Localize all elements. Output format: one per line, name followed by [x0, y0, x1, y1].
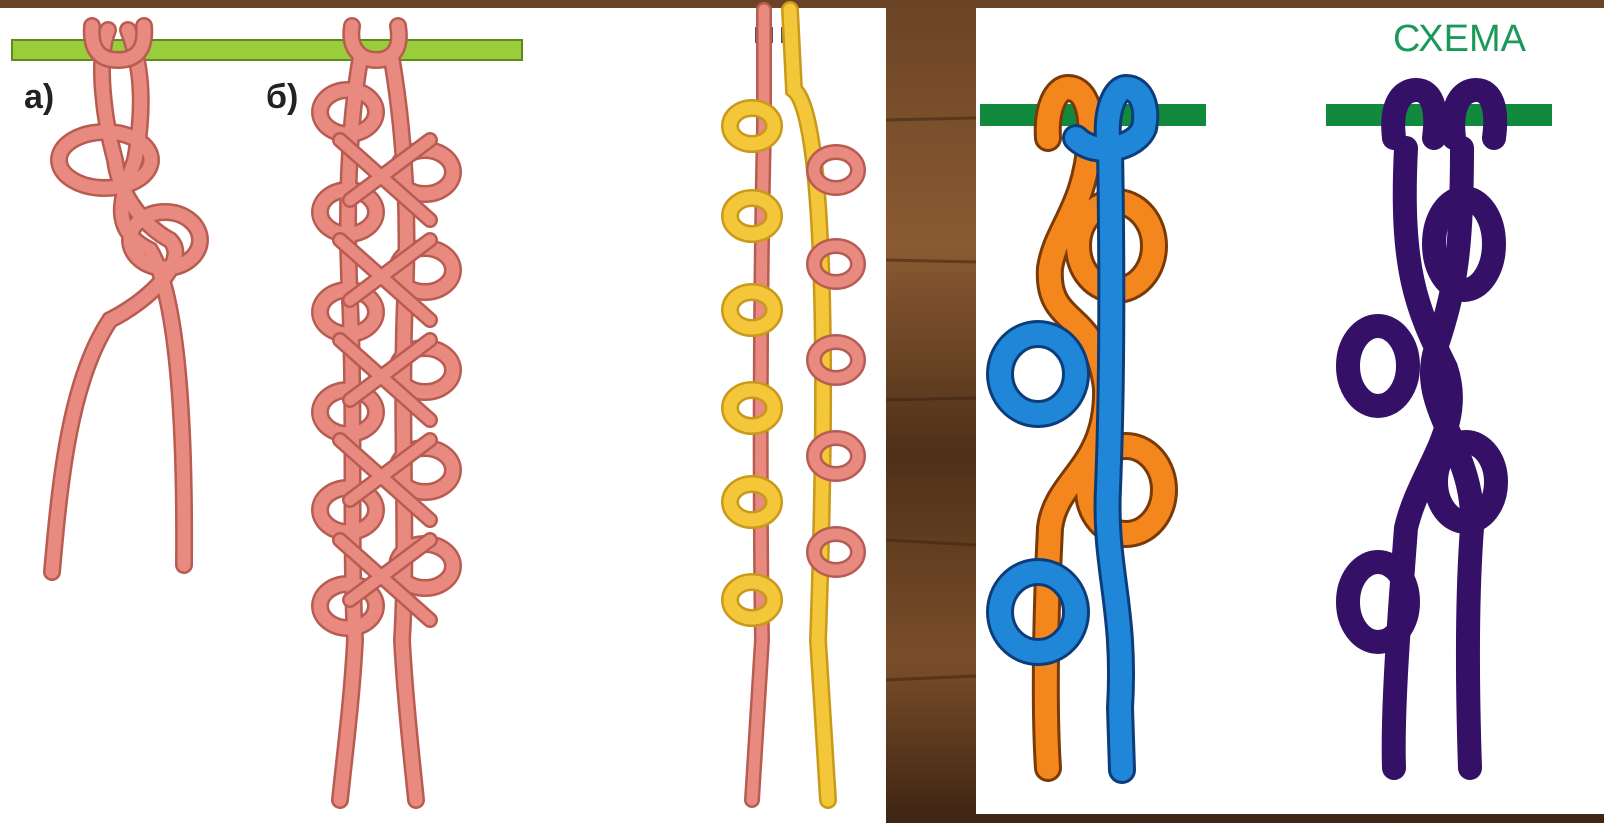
scheme-drawings — [976, 8, 1604, 814]
knot-illustrations — [0, 0, 886, 823]
two-color-chain — [730, 10, 858, 800]
figure-b-chain — [320, 26, 453, 800]
scheme-title: СХЕМА — [1393, 18, 1526, 61]
figure-a-label: а) — [24, 78, 54, 117]
monochrome-scheme — [1326, 90, 1552, 768]
figure-b-label: б) — [266, 78, 298, 117]
colored-scheme — [980, 88, 1206, 770]
figure-a-cord — [52, 26, 200, 572]
